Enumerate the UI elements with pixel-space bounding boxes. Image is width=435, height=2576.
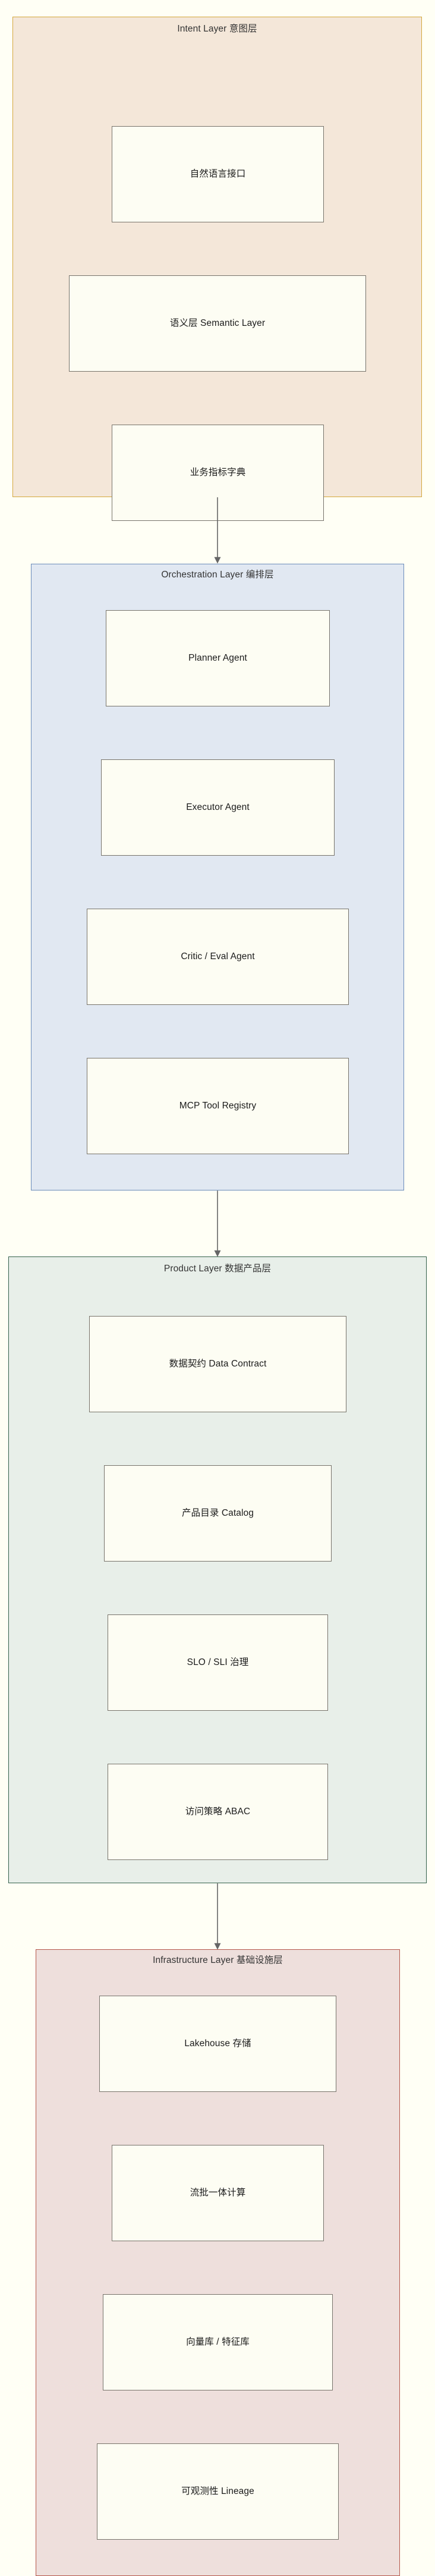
node-planner-agent-label: Planner Agent	[188, 652, 247, 663]
node-nl-interface-label: 自然语言接口	[190, 168, 246, 179]
node-metric-dictionary-label: 业务指标字典	[190, 467, 246, 477]
edge-orchestration-to-product	[214, 1190, 221, 1257]
node-executor-agent[interactable]: Executor Agent	[101, 759, 335, 856]
layer-infrastructure-title: Infrastructure Layer 基础设施层	[153, 1955, 283, 1965]
node-critic-eval-agent[interactable]: Critic / Eval Agent	[87, 909, 349, 1005]
layer-orchestration-title: Orchestration Layer 编排层	[161, 570, 274, 580]
node-vector-feature-store[interactable]: 向量库 / 特征库	[103, 2294, 333, 2390]
edge-product-to-infrastructure	[214, 1883, 221, 1950]
node-observability-lineage-label: 可观测性 Lineage	[181, 2486, 254, 2496]
node-lakehouse-storage[interactable]: Lakehouse 存储	[99, 1996, 336, 2092]
node-nl-interface[interactable]: 自然语言接口	[112, 126, 324, 222]
node-product-catalog-label: 产品目录 Catalog	[182, 1507, 254, 1518]
layer-intent-title: Intent Layer 意图层	[177, 24, 257, 34]
node-access-policy-abac[interactable]: 访问策略 ABAC	[108, 1764, 328, 1860]
node-executor-agent-label: Executor Agent	[186, 802, 250, 812]
node-lakehouse-storage-label: Lakehouse 存储	[184, 2038, 251, 2049]
layer-product-title: Product Layer 数据产品层	[163, 1264, 272, 1274]
node-data-contract-label: 数据契约 Data Contract	[169, 1358, 267, 1369]
node-observability-lineage[interactable]: 可观测性 Lineage	[97, 2443, 339, 2540]
node-data-contract[interactable]: 数据契约 Data Contract	[89, 1316, 346, 1412]
edge-intent-to-orchestration	[214, 497, 221, 564]
node-stream-batch-compute[interactable]: 流批一体计算	[112, 2145, 324, 2241]
node-vector-feature-store-label: 向量库 / 特征库	[186, 2336, 250, 2347]
node-product-catalog[interactable]: 产品目录 Catalog	[104, 1465, 332, 1562]
node-planner-agent[interactable]: Planner Agent	[106, 610, 330, 706]
node-access-policy-abac-label: 访问策略 ABAC	[185, 1806, 251, 1817]
node-mcp-tool-registry-label: MCP Tool Registry	[179, 1100, 257, 1111]
node-semantic-layer[interactable]: 语义层 Semantic Layer	[69, 275, 366, 372]
node-mcp-tool-registry[interactable]: MCP Tool Registry	[87, 1058, 349, 1154]
node-critic-eval-agent-label: Critic / Eval Agent	[181, 951, 255, 962]
node-slo-sli-governance[interactable]: SLO / SLI 治理	[108, 1614, 328, 1711]
node-slo-sli-governance-label: SLO / SLI 治理	[187, 1657, 249, 1667]
node-stream-batch-compute-label: 流批一体计算	[190, 2187, 246, 2198]
node-semantic-layer-label: 语义层 Semantic Layer	[169, 318, 266, 328]
